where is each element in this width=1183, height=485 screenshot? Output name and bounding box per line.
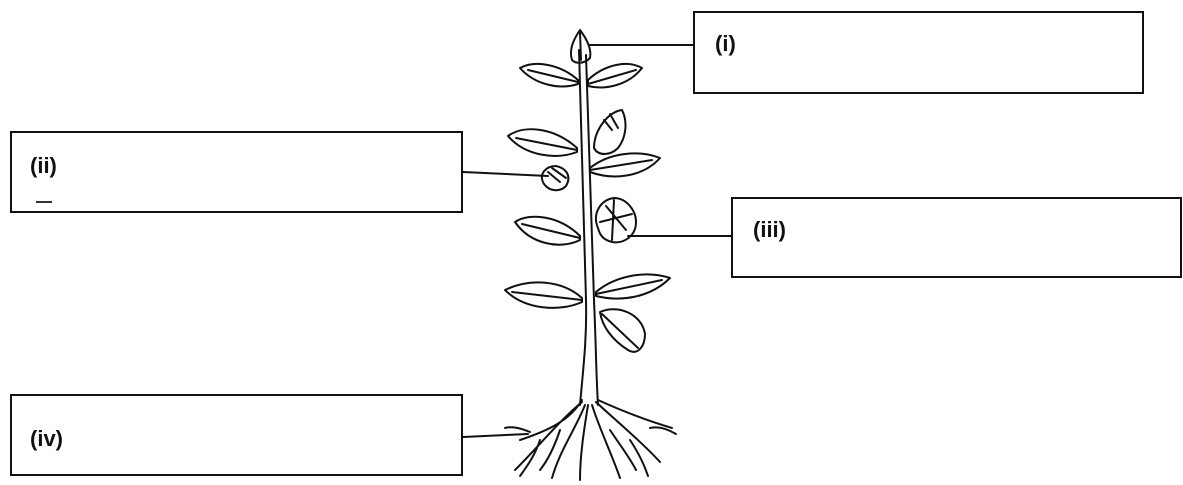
leaf	[587, 63, 643, 89]
leader-line-iv	[462, 433, 529, 438]
flower-bud	[593, 109, 627, 155]
leaf	[507, 128, 578, 157]
roots	[504, 399, 677, 481]
small-bud	[540, 165, 570, 192]
answer-line-mark	[36, 201, 52, 203]
label-box-iv[interactable]: (iv)	[10, 394, 463, 476]
label-box-iii[interactable]: (iii)	[731, 197, 1182, 278]
leaf	[595, 273, 671, 300]
label-iii: (iii)	[753, 217, 786, 242]
leader-line-ii	[462, 171, 549, 177]
leaf	[519, 63, 579, 88]
label-ii: (ii)	[30, 153, 57, 178]
leaf	[504, 281, 583, 309]
flower	[595, 197, 637, 244]
leaf	[599, 308, 646, 353]
label-iv: (iv)	[30, 426, 63, 451]
label-box-i[interactable]: (i)	[693, 11, 1144, 94]
apical-bud	[570, 29, 592, 64]
label-box-ii[interactable]: (ii)	[10, 131, 463, 213]
leaf	[514, 215, 581, 246]
label-i: (i)	[715, 31, 736, 56]
plant-stem	[578, 49, 588, 406]
leaf	[589, 152, 661, 178]
